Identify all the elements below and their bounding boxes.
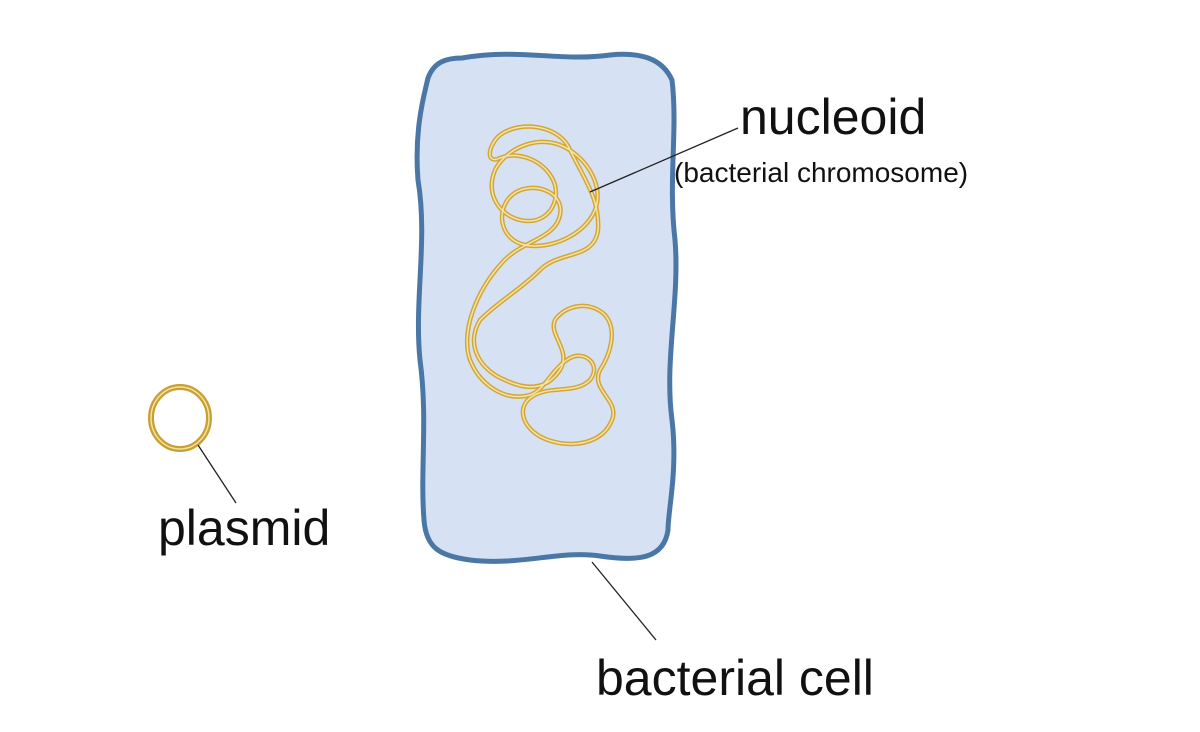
plasmid-label: plasmid: [158, 500, 330, 556]
nucleoid-sublabel: (bacterial chromosome): [674, 157, 968, 188]
nucleoid-dna-inner: [466, 125, 615, 445]
nucleoid-dna: [464, 124, 616, 447]
plasmid-ring-highlight: [150, 386, 210, 450]
plasmid-leader-line: [197, 444, 237, 504]
nucleoid-label: nucleoid: [740, 89, 926, 145]
cell-leader-line: [591, 561, 657, 641]
nucleoid-leader-line: [589, 127, 739, 193]
bacterial-cell-body: [417, 54, 676, 562]
plasmid-ring: [148, 384, 212, 452]
bacterial-cell-label: bacterial cell: [596, 650, 874, 706]
bacterial-cell-membrane: [414, 51, 679, 564]
